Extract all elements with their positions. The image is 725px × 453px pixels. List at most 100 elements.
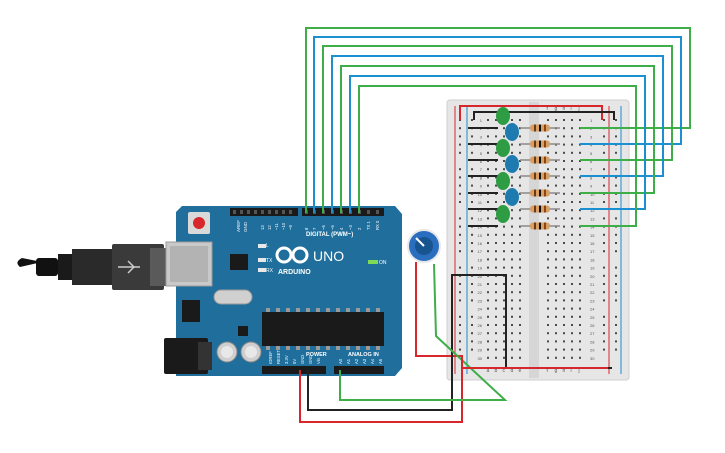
digital-pin-label: ~9 — [288, 225, 293, 230]
row-number: 12 — [590, 208, 595, 213]
wire-rail-5v — [461, 356, 608, 369]
led-blue-2[interactable] — [505, 155, 519, 173]
resistor[interactable] — [520, 222, 560, 230]
analog-label: ANALOG IN — [348, 352, 379, 358]
resistors[interactable] — [520, 124, 560, 230]
potentiometer-icon[interactable] — [407, 229, 441, 263]
digital-pin-label: 7 — [312, 227, 317, 230]
row-number: 5 — [590, 151, 593, 156]
row-number: 13 — [590, 216, 595, 221]
digital-pin-label: 4 — [339, 227, 344, 230]
power-pin-label: IOREF — [268, 351, 273, 364]
row-number: 24 — [478, 307, 483, 312]
row-number: 8 — [590, 175, 593, 180]
resistor[interactable] — [520, 189, 560, 197]
row-number: 22 — [590, 290, 595, 295]
on-label: ON — [379, 260, 387, 266]
row-number: 25 — [478, 315, 483, 320]
led-blue-1[interactable] — [505, 123, 519, 141]
row-number: 29 — [478, 348, 483, 353]
wire-pin-1[interactable] — [358, 85, 637, 227]
wire-pin-5[interactable] — [322, 45, 673, 213]
analog-pin-label: A0 — [338, 358, 343, 364]
row-number: 23 — [478, 298, 483, 303]
row-number: 9 — [590, 184, 593, 189]
digital-pin-label: 13 — [260, 225, 265, 230]
wire-5v[interactable] — [299, 262, 463, 423]
arduino-uno-board[interactable]: ARDUINO UNO ON DIGITAL (PWM~) L TX RX PO… — [164, 206, 402, 376]
power-label: POWER — [306, 352, 327, 358]
ground-jumpers — [468, 127, 498, 227]
row-number: 25 — [590, 315, 595, 320]
row-number: 18 — [590, 257, 595, 262]
power-pin-label: Vin — [316, 357, 321, 364]
wire-pin-6[interactable] — [313, 36, 682, 213]
atmega-chip — [262, 312, 384, 346]
power-pin-label: 5V — [292, 359, 297, 364]
reset-button-icon[interactable] — [188, 212, 210, 234]
wire-pin-3[interactable] — [340, 65, 655, 213]
column-letter: d — [511, 368, 514, 374]
row-number: 28 — [478, 339, 483, 344]
digital-pin-label: RX 0 — [375, 220, 380, 230]
row-number: 1 — [480, 118, 483, 123]
digital-label: DIGITAL (PWM~) — [306, 232, 353, 238]
row-number: 17 — [590, 249, 595, 254]
led-green-3[interactable] — [496, 172, 510, 190]
row-number: 15 — [590, 233, 595, 238]
resistor[interactable] — [520, 140, 560, 148]
resistor[interactable] — [520, 156, 560, 164]
row-number: 3 — [590, 134, 593, 139]
row-number: 20 — [590, 274, 595, 279]
resistor[interactable] — [520, 124, 560, 132]
led-blue-3[interactable] — [505, 188, 519, 206]
row-number: 23 — [590, 298, 595, 303]
power-wires[interactable] — [299, 262, 612, 423]
row-number: 29 — [590, 348, 595, 353]
row-number: 14 — [478, 225, 483, 230]
led-green-2[interactable] — [496, 139, 510, 157]
tx-label: TX — [266, 258, 273, 264]
row-number: 15 — [478, 233, 483, 238]
row-number: 30 — [590, 356, 595, 361]
usb-cable[interactable] — [17, 244, 180, 290]
digital-pin-label: 12 — [267, 225, 272, 230]
row-number: 8 — [480, 175, 483, 180]
wire-pin-2[interactable] — [349, 75, 646, 213]
column-letter: i — [571, 106, 572, 112]
row-number: 10 — [590, 192, 595, 197]
row-number: 28 — [590, 339, 595, 344]
resistor[interactable] — [520, 205, 560, 213]
row-number: 24 — [590, 307, 595, 312]
led-green-1[interactable] — [496, 107, 510, 125]
row-number: 7 — [480, 167, 483, 172]
row-number: 1 — [590, 118, 593, 123]
leds[interactable] — [496, 107, 519, 223]
row-number: 26 — [590, 323, 595, 328]
row-number: 27 — [590, 331, 595, 336]
power-pin-label: RESET — [276, 350, 281, 364]
wire-a0[interactable] — [339, 263, 508, 401]
row-number: 26 — [478, 323, 483, 328]
row-number: 27 — [478, 331, 483, 336]
digital-pin-label: 2 — [357, 227, 362, 230]
signal-wires[interactable] — [305, 27, 691, 227]
row-number: 17 — [478, 249, 483, 254]
column-letter: i — [571, 368, 572, 374]
model-label: UNO — [313, 248, 344, 264]
led-green-4[interactable] — [496, 205, 510, 223]
column-letter: c — [503, 368, 506, 374]
power-pin-label: 3.3V — [284, 355, 289, 364]
resistor[interactable] — [520, 172, 560, 180]
row-number: 30 — [478, 356, 483, 361]
column-letter: h — [563, 368, 566, 374]
analog-pin-label: A2 — [354, 358, 359, 364]
row-number: 6 — [480, 159, 483, 164]
row-number: 22 — [478, 290, 483, 295]
column-letter: b — [495, 368, 498, 374]
